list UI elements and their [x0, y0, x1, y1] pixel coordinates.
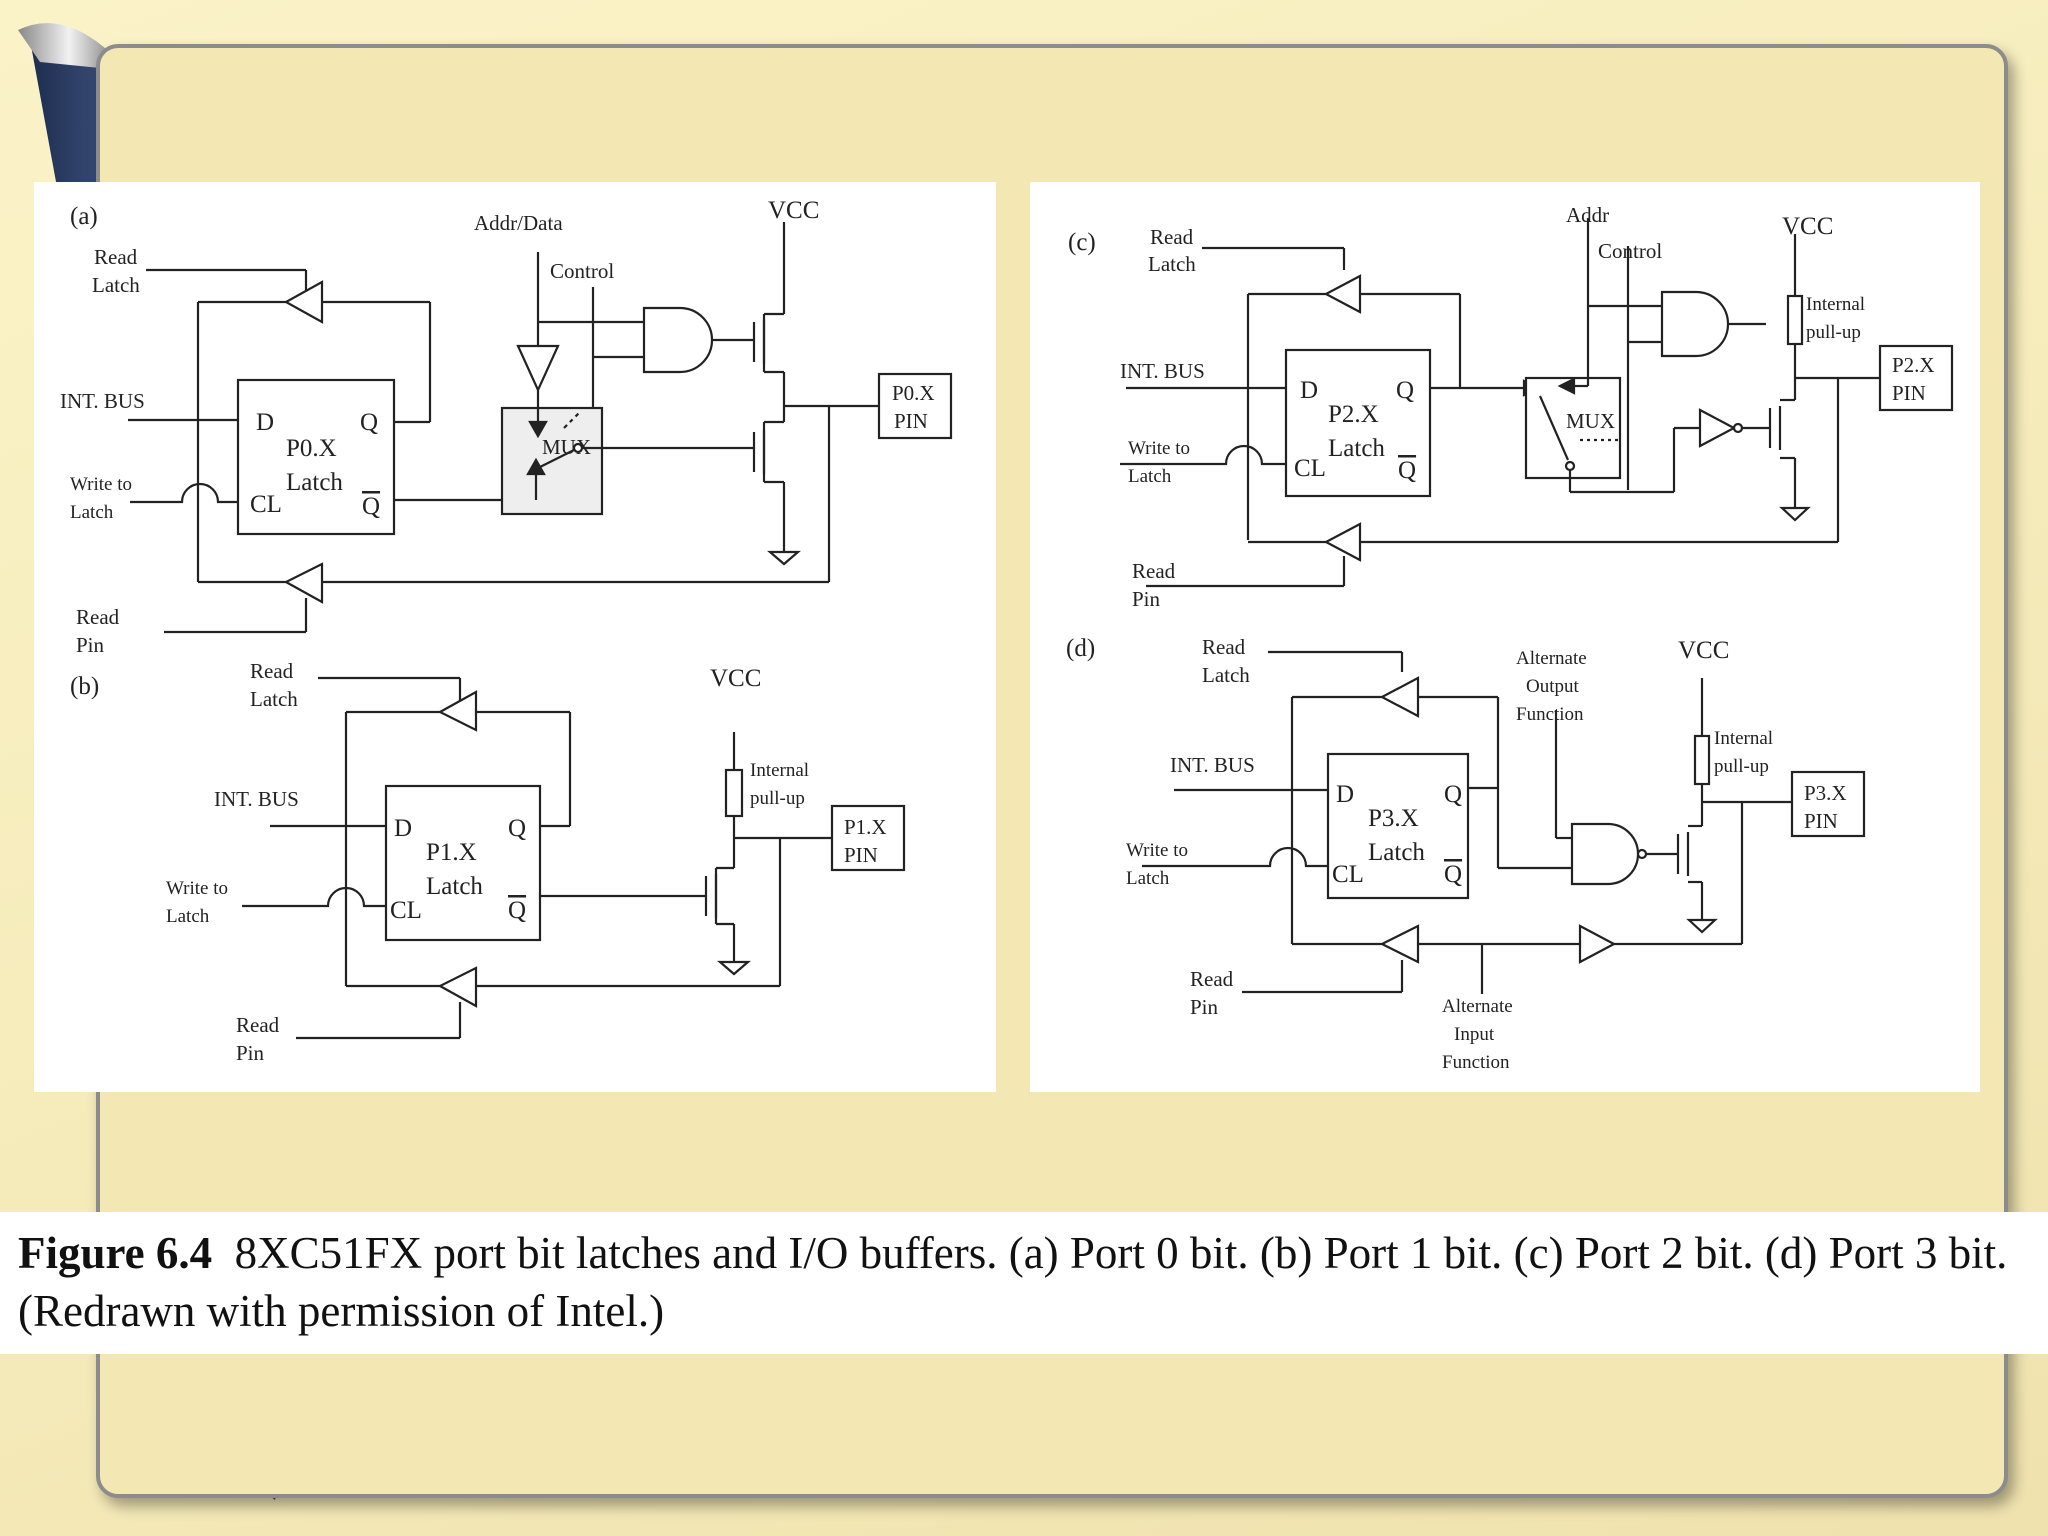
- figure-caption: Figure 6.4 8XC51FX port bit latches and …: [18, 1224, 2038, 1340]
- alt-input-label-2: Input: [1454, 1024, 1495, 1045]
- read-pin-label-2: Pin: [236, 1041, 265, 1065]
- latch-name-label: P0.X: [286, 435, 337, 462]
- pin-label-1: P0.X: [892, 381, 935, 405]
- write-latch-label-1: Write to: [166, 878, 228, 899]
- read-pin-label-1: Read: [76, 605, 120, 629]
- read-pin-label-2: Pin: [1132, 587, 1161, 611]
- read-latch-label-2: Latch: [1202, 663, 1250, 687]
- alt-output-label-3: Function: [1516, 704, 1584, 725]
- caption-band: [0, 1212, 2048, 1354]
- vcc-label: VCC: [1678, 637, 1729, 664]
- pin-label-2: PIN: [844, 843, 878, 867]
- port-diagrams-c-d: (c) Addr Control VCC Internal pull-up Re…: [1066, 203, 1954, 1073]
- latch-q-label: Q: [360, 409, 378, 436]
- latch-name-label: P1.X: [426, 839, 477, 866]
- addr-label: Addr: [1566, 203, 1609, 227]
- panel-d-label: (d): [1066, 635, 1095, 662]
- vcc-label: VCC: [768, 197, 819, 224]
- read-pin-label-1: Read: [1190, 967, 1234, 991]
- latch-qbar-label: Q: [1398, 457, 1416, 484]
- read-latch-label-1: Read: [250, 659, 294, 683]
- latch-d-label: D: [1336, 781, 1354, 808]
- read-pin-label-1: Read: [1132, 559, 1176, 583]
- internal-pullup-label-1: Internal: [1714, 728, 1773, 749]
- figure-caption-text: 8XC51FX port bit latches and I/O buffers…: [18, 1228, 2008, 1336]
- read-latch-label-1: Read: [1150, 225, 1194, 249]
- pin-label-2: PIN: [894, 409, 928, 433]
- diagram-panel-cd: (c) Addr Control VCC Internal pull-up Re…: [1030, 182, 1980, 1092]
- latch-qbar-label: Q: [1444, 861, 1462, 888]
- int-bus-label: INT. BUS: [60, 389, 145, 413]
- read-latch-label-1: Read: [94, 245, 138, 269]
- alt-output-label-1: Alternate: [1516, 648, 1587, 669]
- latch-q-label: Q: [508, 815, 526, 842]
- latch-d-label: D: [256, 409, 274, 436]
- int-bus-label: INT. BUS: [214, 787, 299, 811]
- pin-label-1: P1.X: [844, 815, 887, 839]
- read-latch-label-2: Latch: [1148, 252, 1196, 276]
- latch-q-label: Q: [1444, 781, 1462, 808]
- addr-data-label: Addr/Data: [474, 211, 563, 235]
- pin-label-2: PIN: [1892, 381, 1926, 405]
- latch-cl-label: CL: [250, 491, 282, 518]
- latch-word-label: Latch: [286, 469, 343, 496]
- port-diagrams-a-b: (a) Addr/Data VCC Control Read Latch INT…: [60, 197, 953, 1065]
- read-latch-label-1: Read: [1202, 635, 1246, 659]
- internal-pullup-label-1: Internal: [750, 760, 809, 781]
- alt-input-label-3: Function: [1442, 1052, 1510, 1073]
- latch-word-label: Latch: [426, 873, 483, 900]
- write-latch-label-1: Write to: [1128, 438, 1190, 459]
- vcc-label: VCC: [710, 665, 761, 692]
- mux-label: MUX: [1566, 409, 1615, 433]
- latch-name-label: P3.X: [1368, 805, 1419, 832]
- int-bus-label: INT. BUS: [1170, 753, 1255, 777]
- control-label: Control: [1598, 239, 1662, 263]
- panel-c-label: (c): [1068, 229, 1096, 256]
- figure-label: Figure 6.4: [18, 1228, 213, 1278]
- read-pin-label-2: Pin: [76, 633, 105, 657]
- alt-output-label-2: Output: [1526, 676, 1580, 697]
- latch-name-label: P2.X: [1328, 401, 1379, 428]
- pin-label-1: P3.X: [1804, 781, 1847, 805]
- latch-qbar-label: Q: [362, 493, 380, 520]
- latch-q-label: Q: [1396, 377, 1414, 404]
- latch-d-label: D: [394, 815, 412, 842]
- int-bus-label: INT. BUS: [1120, 359, 1205, 383]
- alt-input-label-1: Alternate: [1442, 996, 1513, 1017]
- mux-label: MUX: [542, 435, 591, 459]
- write-latch-label-2: Latch: [70, 502, 114, 523]
- write-latch-label-2: Latch: [1126, 868, 1170, 889]
- diagram-panel-ab: (a) Addr/Data VCC Control Read Latch INT…: [34, 182, 996, 1092]
- latch-qbar-label: Q: [508, 897, 526, 924]
- latch-cl-label: CL: [1332, 861, 1364, 888]
- latch-word-label: Latch: [1328, 435, 1385, 462]
- pin-label-1: P2.X: [1892, 353, 1935, 377]
- latch-d-label: D: [1300, 377, 1318, 404]
- internal-pullup-label-1: Internal: [1806, 294, 1865, 315]
- write-latch-label-2: Latch: [166, 906, 210, 927]
- read-pin-label-1: Read: [236, 1013, 280, 1037]
- control-label: Control: [550, 259, 614, 283]
- latch-cl-label: CL: [390, 897, 422, 924]
- panel-b-label: (b): [70, 673, 99, 700]
- latch-word-label: Latch: [1368, 839, 1425, 866]
- write-latch-label-1: Write to: [70, 474, 132, 495]
- write-latch-label-2: Latch: [1128, 466, 1172, 487]
- panel-a-label: (a): [70, 203, 98, 230]
- read-pin-label-2: Pin: [1190, 995, 1219, 1019]
- internal-pullup-label-2: pull-up: [750, 788, 805, 809]
- vcc-label: VCC: [1782, 213, 1833, 240]
- read-latch-label-2: Latch: [92, 273, 140, 297]
- latch-cl-label: CL: [1294, 455, 1326, 482]
- write-latch-label-1: Write to: [1126, 840, 1188, 861]
- pin-label-2: PIN: [1804, 809, 1838, 833]
- internal-pullup-label-2: pull-up: [1714, 756, 1769, 777]
- internal-pullup-label-2: pull-up: [1806, 322, 1861, 343]
- read-latch-label-2: Latch: [250, 687, 298, 711]
